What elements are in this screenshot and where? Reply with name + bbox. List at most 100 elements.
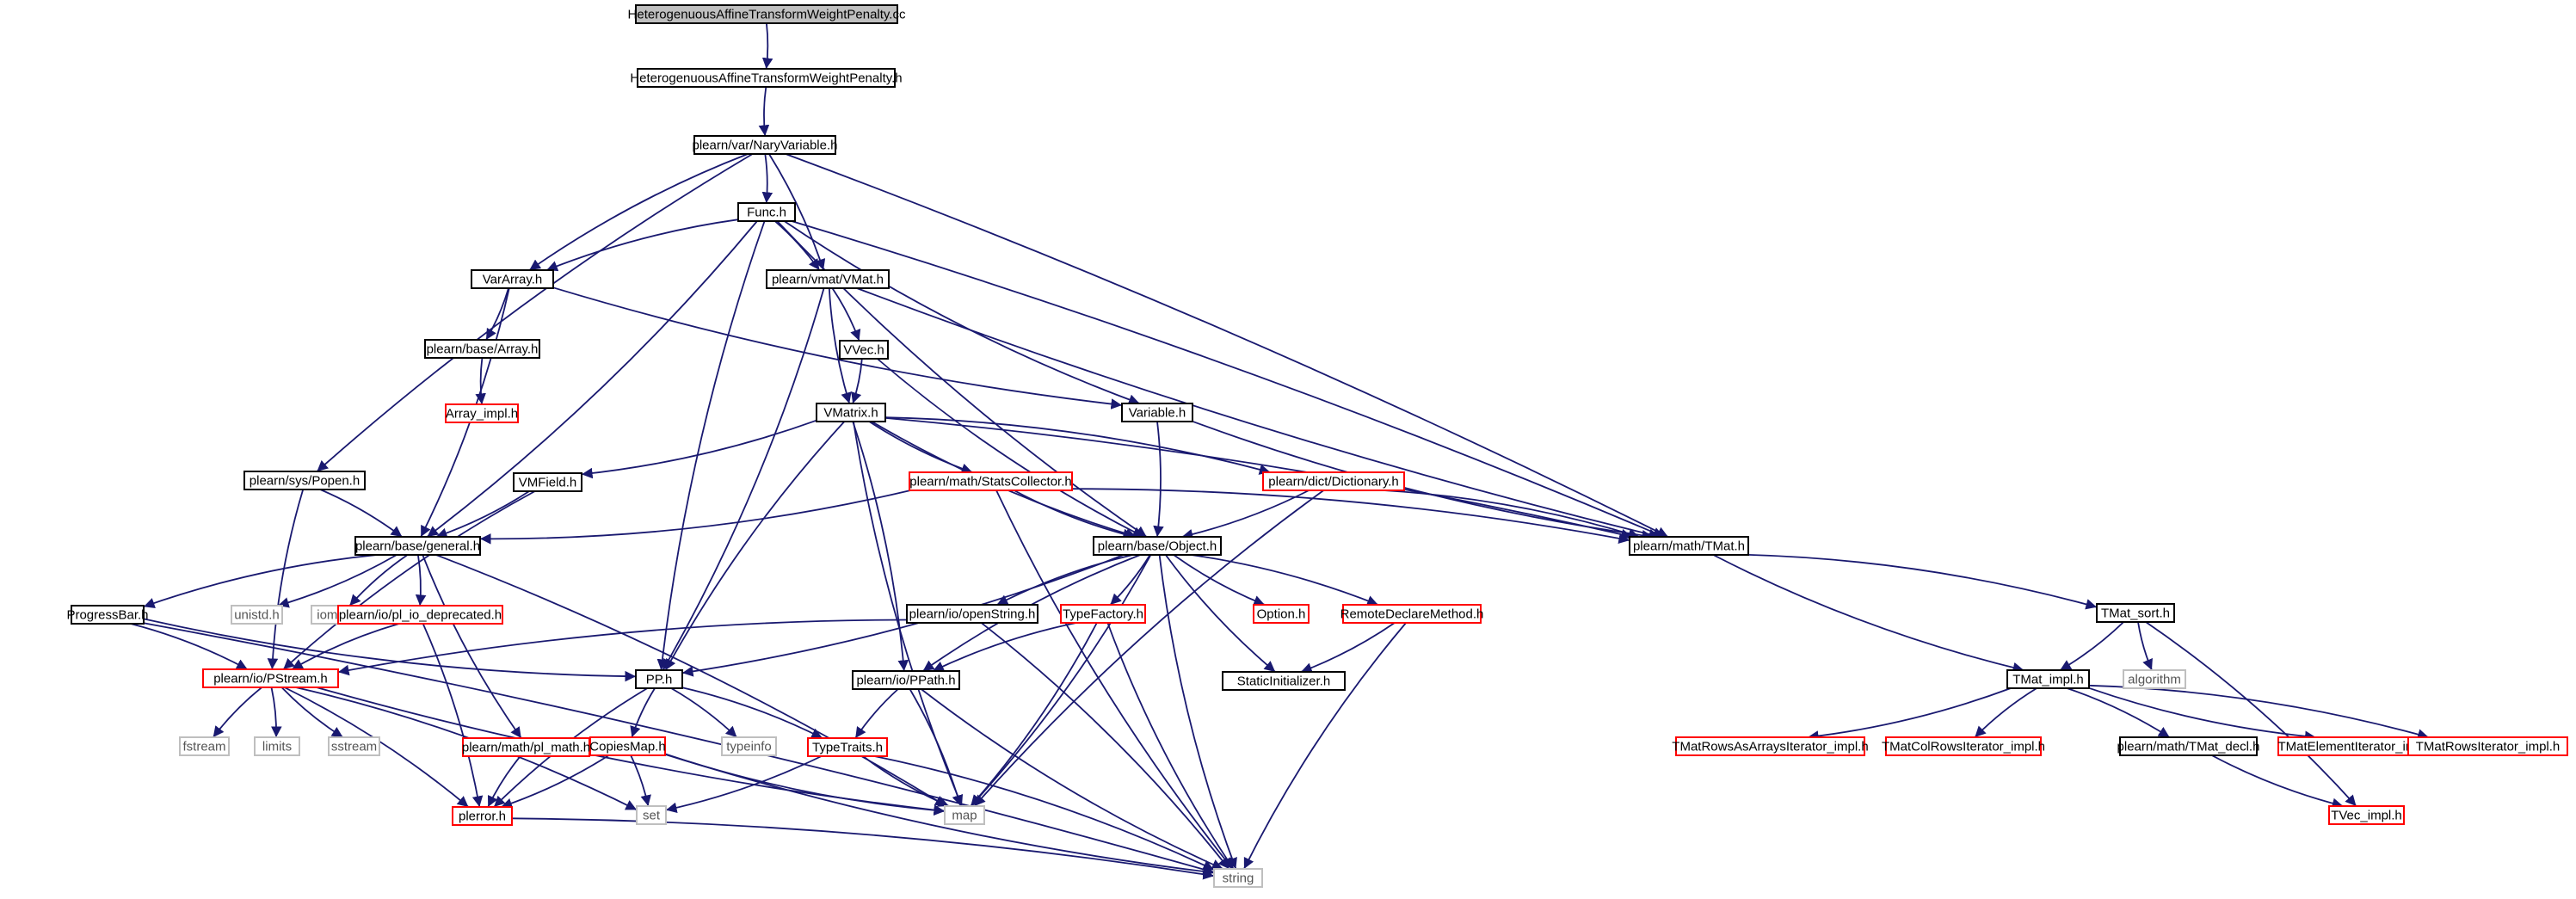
node-box [1629, 536, 1749, 556]
node-tmatsort[interactable]: TMat_sort.h [2096, 603, 2175, 623]
node-label: fstream [182, 740, 225, 754]
node-vvec[interactable]: VVec.h [839, 340, 889, 360]
edge-ppath-to-string [921, 688, 1223, 870]
node-nary[interactable]: plearn/var/NaryVariable.h [693, 135, 838, 155]
node-tmatimpl[interactable]: TMat_impl.h [2006, 669, 2090, 689]
node-label: plearn/sys/Popen.h [250, 474, 360, 489]
node-label: TMatRowsIterator_impl.h [2416, 740, 2561, 754]
node-label: HeterogenuousAffineTransformWeightPenalt… [630, 71, 902, 86]
edge-copiesmap-to-set [630, 754, 651, 807]
node-label: VMField.h [519, 476, 577, 490]
node-label: plerror.h [459, 810, 506, 824]
node-box [944, 805, 985, 825]
edge-tmatsort-to-tvecimpl [2145, 621, 2357, 807]
node-tmat[interactable]: plearn/math/TMat.h [1629, 536, 1749, 556]
node-elemiter[interactable]: TMatElementIterator_impl.h [2277, 736, 2437, 756]
node-staticinit[interactable]: StaticInitializer.h [1222, 671, 1346, 691]
node-pliodep[interactable]: plearn/io/pl_io_deprecated.h [337, 605, 503, 625]
node-box [1060, 604, 1146, 624]
node-box [1342, 604, 1482, 624]
node-box [202, 668, 339, 688]
node-popen[interactable]: plearn/sys/Popen.h [243, 471, 366, 490]
edge-pstream-to-limits [270, 687, 282, 738]
node-label: Func.h [747, 206, 786, 220]
edge-object-to-openstring [996, 554, 1133, 606]
edge-nary-to-func [761, 153, 773, 204]
node-label: Array_impl.h [446, 407, 518, 422]
node-object[interactable]: plearn/base/Object.h [1093, 536, 1222, 556]
edge-tmatimpl-to-tmatdecl [2067, 687, 2171, 738]
node-typefactory[interactable]: TypeFactory.h [1060, 604, 1146, 624]
node-label: limits [262, 740, 292, 754]
edge-vmat-to-vvec [831, 287, 861, 342]
node-box [839, 340, 889, 360]
node-stats[interactable]: plearn/math/StatsCollector.h [909, 471, 1073, 491]
node-label: TMat_sort.h [2101, 607, 2170, 621]
node-colrows[interactable]: TMatColRowsIterator_impl.h [1882, 736, 2045, 756]
edge-ppath-to-typetraits [854, 688, 899, 739]
node-rowsasarrays[interactable]: TMatRowsAsArraysIterator_impl.h [1672, 736, 1869, 756]
node-tmatdecl[interactable]: plearn/math/TMat_decl.h [2117, 736, 2260, 756]
edge-general-to-progress [143, 554, 378, 608]
node-remote[interactable]: RemoteDeclareMethod.h [1340, 604, 1484, 624]
node-option[interactable]: Option.h [1253, 604, 1310, 624]
node-label: plearn/io/pl_io_deprecated.h [339, 608, 502, 623]
edge-copiesmap-to-string [664, 754, 1215, 877]
node-label: plearn/math/StatsCollector.h [909, 475, 1071, 490]
node-plmath[interactable]: plearn/math/pl_math.h [462, 737, 590, 757]
node-label: Option.h [1257, 607, 1306, 622]
node-ppath[interactable]: plearn/io/PPath.h [852, 670, 960, 690]
node-label: unistd.h [234, 608, 280, 623]
node-plerror[interactable]: plerror.h [452, 806, 513, 826]
node-box [2006, 669, 2090, 689]
node-vararray[interactable]: VarArray.h [471, 269, 554, 289]
node-box [637, 68, 896, 88]
node-label: plearn/io/PStream.h [213, 672, 328, 687]
node-openstring[interactable]: plearn/io/openString.h [906, 604, 1038, 624]
node-rowsiter[interactable]: TMatRowsIterator_impl.h [2407, 736, 2568, 756]
node-box [2119, 736, 2258, 756]
node-label: VarArray.h [483, 273, 542, 287]
edge-object-to-staticinit [1165, 554, 1276, 673]
node-general[interactable]: plearn/base/general.h [354, 536, 481, 556]
edge-typetraits-to-map [862, 755, 950, 807]
node-box [766, 269, 890, 289]
node-box [1675, 736, 1865, 756]
edge-vvec-to-object [877, 358, 1144, 538]
node-vmat[interactable]: plearn/vmat/VMat.h [766, 269, 890, 289]
node-vmatrix[interactable]: VMatrix.h [816, 403, 886, 422]
edge-general-to-pliodep [415, 554, 427, 607]
node-basearray[interactable]: plearn/base/Array.h [424, 339, 540, 359]
node-box [721, 736, 777, 756]
node-variable[interactable]: Variable.h [1121, 403, 1193, 422]
node-dict[interactable]: plearn/dict/Dictionary.h [1262, 471, 1405, 491]
node-label: TMat_impl.h [2012, 673, 2084, 687]
edge-vmat-to-tmat [856, 287, 1661, 540]
edge-typetraits-to-set [665, 755, 823, 814]
edge-nary-to-popen [316, 153, 754, 472]
edge-progress-to-pstream [130, 623, 249, 670]
node-vmfield[interactable]: VMField.h [513, 472, 582, 492]
edge-stats-to-tmat [1071, 488, 1630, 544]
node-string: string [1213, 868, 1263, 888]
node-copiesmap[interactable]: CopiesMap.h [589, 736, 666, 756]
edge-func-to-pp [656, 220, 766, 671]
node-pp[interactable]: PP.h [635, 669, 683, 689]
node-pstream[interactable]: plearn/io/PStream.h [202, 668, 339, 688]
edge-pstream-to-sstream [280, 687, 344, 738]
node-progress[interactable]: ProgressBar.h [66, 605, 149, 625]
node-label: TypeFactory.h [1063, 607, 1143, 622]
node-arrayimpl[interactable]: Array_impl.h [445, 403, 519, 423]
edge-hdr-to-nary [758, 86, 770, 137]
node-box [909, 471, 1073, 491]
edge-tmatimpl-to-rowsasarrays [1807, 687, 2012, 742]
node-tvecimpl[interactable]: TVec_impl.h [2328, 805, 2405, 825]
edge-vmatrix-to-dict [884, 416, 1271, 475]
node-func[interactable]: Func.h [737, 202, 796, 222]
node-typetraits[interactable]: TypeTraits.h [807, 737, 888, 757]
edge-popen-to-pstream [267, 489, 305, 670]
node-box [1222, 671, 1346, 691]
edge-vmatrix-to-ppath [852, 421, 909, 672]
node-hdr[interactable]: HeterogenuousAffineTransformWeightPenalt… [630, 68, 903, 88]
